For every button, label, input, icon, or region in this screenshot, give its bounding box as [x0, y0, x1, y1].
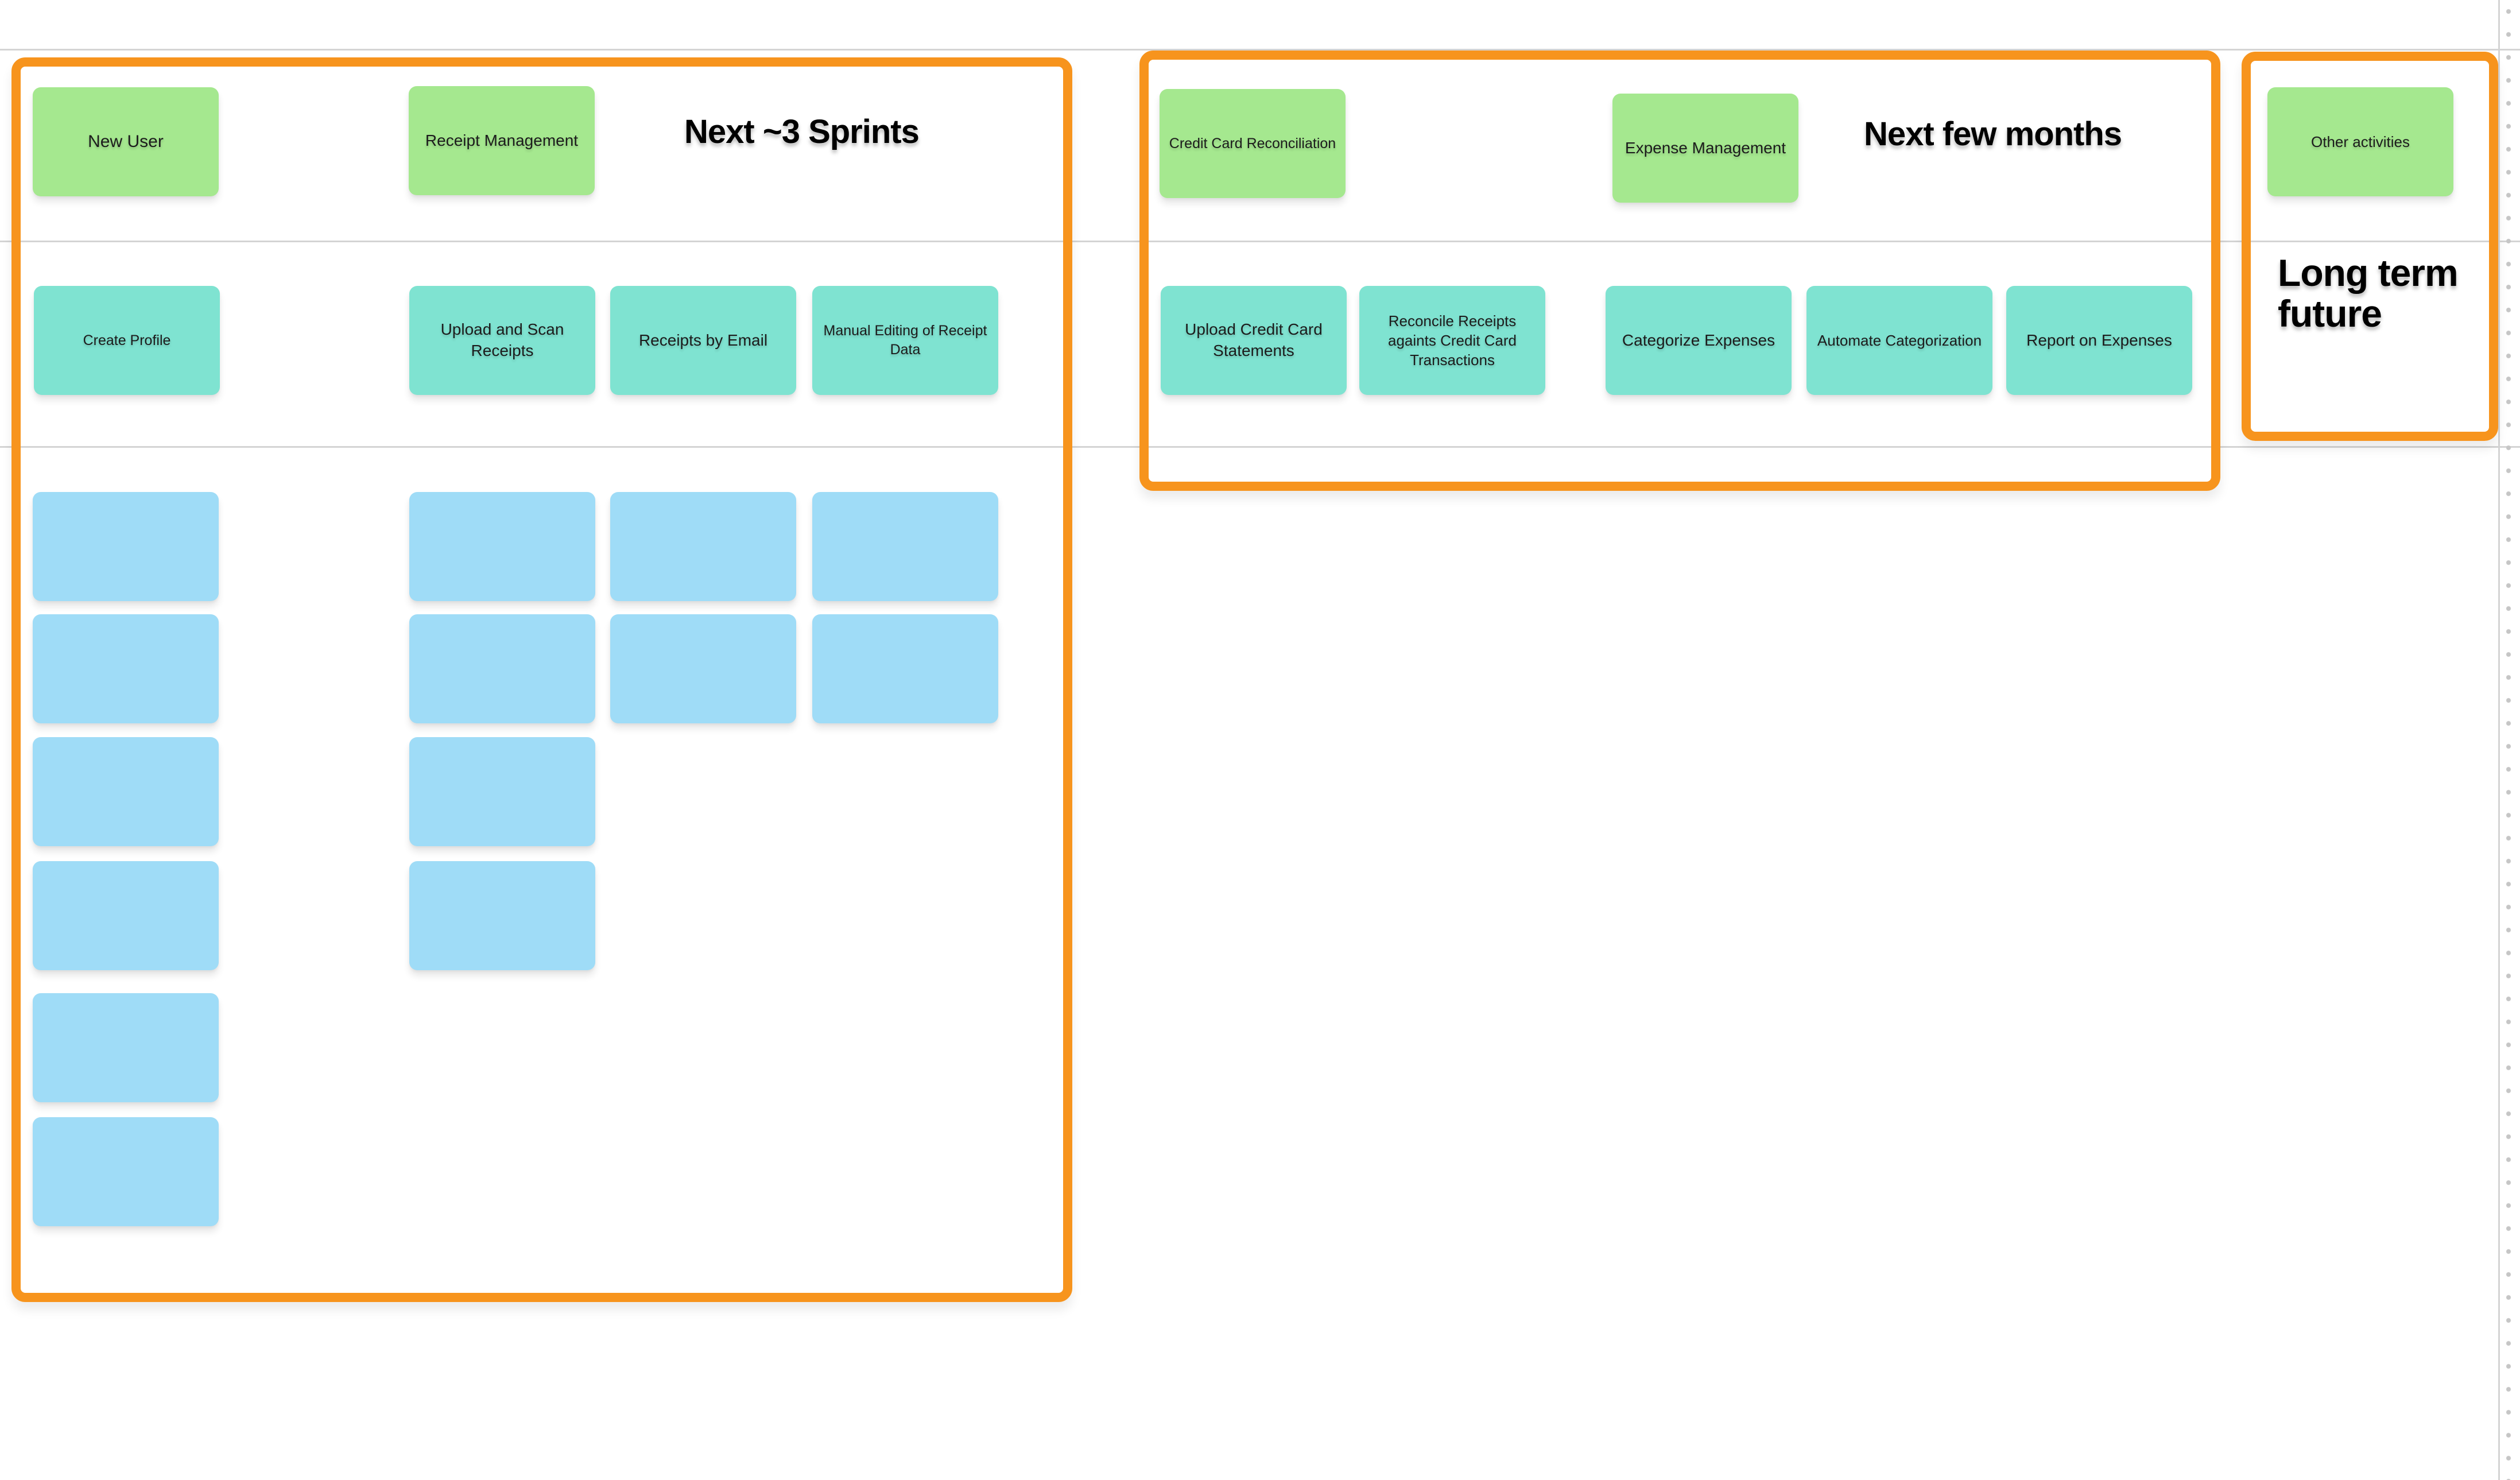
sticky-note-receipt-management[interactable]: Receipt Management: [409, 86, 595, 195]
sticky-note-empty[interactable]: [33, 1117, 219, 1226]
frame-title-next-few-months[interactable]: Next few months: [1864, 115, 2122, 153]
sticky-note-empty[interactable]: [33, 737, 219, 846]
sticky-note-empty[interactable]: [33, 492, 219, 601]
sticky-note-reconcile-receipts[interactable]: Reconcile Receipts againts Credit Card T…: [1359, 286, 1545, 395]
sticky-note-empty[interactable]: [409, 861, 595, 970]
sticky-note-empty[interactable]: [409, 737, 595, 846]
sticky-note-receipts-by-email[interactable]: Receipts by Email: [610, 286, 796, 395]
sticky-note-empty[interactable]: [610, 614, 796, 723]
dot-grid: [2504, 0, 2513, 1480]
sticky-note-empty[interactable]: [610, 492, 796, 601]
sticky-note-credit-card-reconciliation[interactable]: Credit Card Reconciliation: [1160, 89, 1346, 198]
frame-next-few-months[interactable]: [1139, 51, 2220, 491]
sticky-note-expense-management[interactable]: Expense Management: [1612, 94, 1798, 203]
sticky-note-empty[interactable]: [33, 614, 219, 723]
row-divider-line: [0, 241, 2520, 242]
sticky-note-empty[interactable]: [33, 993, 219, 1102]
sticky-note-empty[interactable]: [33, 861, 219, 970]
sticky-note-upload-and-scan-receipts[interactable]: Upload and Scan Receipts: [409, 286, 595, 395]
frame-title-long-term-future[interactable]: Long term future: [2278, 251, 2459, 335]
sticky-note-empty[interactable]: [812, 492, 998, 601]
sticky-note-automate-categorization[interactable]: Automate Categorization: [1806, 286, 1992, 395]
sticky-note-manual-editing-of-receipt-data[interactable]: Manual Editing of Receipt Data: [812, 286, 998, 395]
frame-title-next-3-sprints[interactable]: Next ~3 Sprints: [684, 113, 920, 150]
sticky-note-create-profile[interactable]: Create Profile: [34, 286, 220, 395]
sticky-note-empty[interactable]: [409, 614, 595, 723]
frame-long-term-future[interactable]: [2242, 52, 2498, 441]
sticky-note-empty[interactable]: [812, 614, 998, 723]
sticky-note-upload-credit-card-statements[interactable]: Upload Credit Card Statements: [1161, 286, 1347, 395]
sticky-note-report-on-expenses[interactable]: Report on Expenses: [2006, 286, 2192, 395]
sticky-note-empty[interactable]: [409, 492, 595, 601]
sticky-note-other-activities[interactable]: Other activities: [2267, 87, 2453, 196]
column-divider-line: [2498, 0, 2500, 1480]
row-divider-line: [0, 49, 2520, 51]
sticky-note-new-user[interactable]: New User: [33, 87, 219, 196]
frame-next-3-sprints[interactable]: [11, 57, 1072, 1302]
sticky-note-categorize-expenses[interactable]: Categorize Expenses: [1606, 286, 1792, 395]
row-divider-line: [0, 446, 2520, 448]
